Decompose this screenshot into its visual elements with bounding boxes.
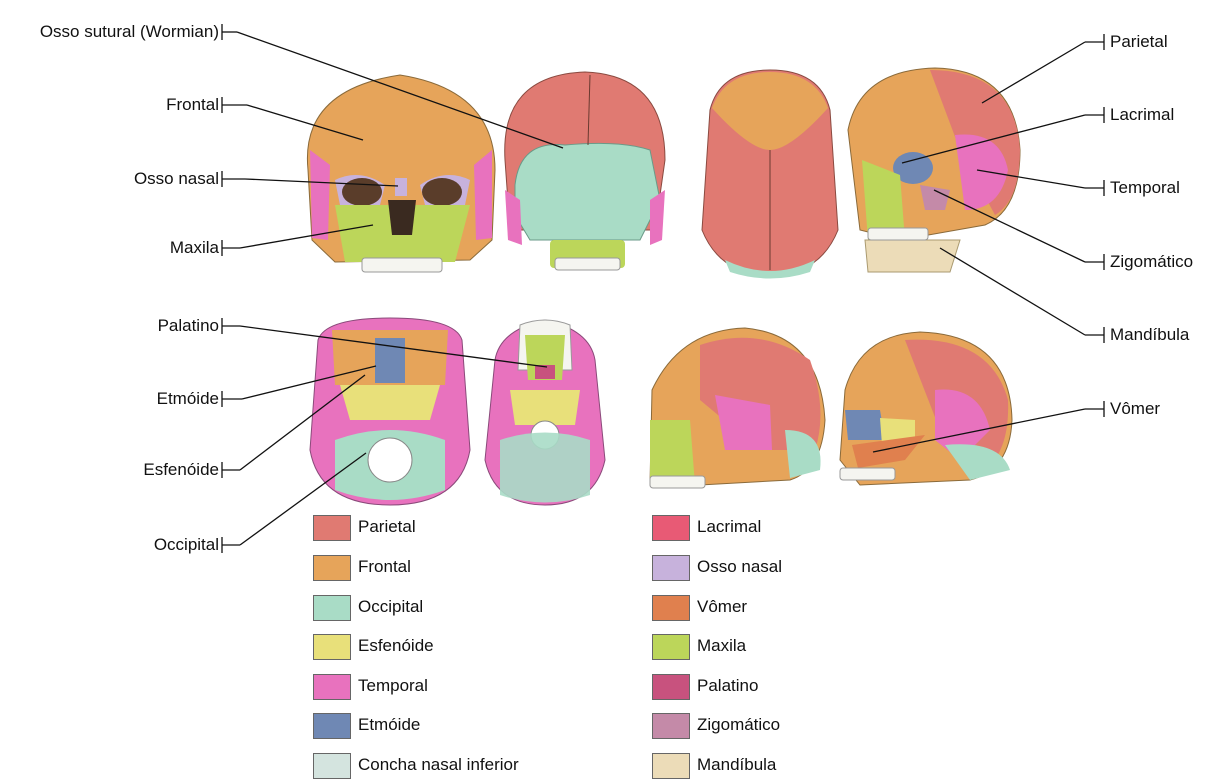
swatch-etmoide xyxy=(313,713,351,739)
label-temporal: Temporal xyxy=(1110,178,1180,198)
label-palatino: Palatino xyxy=(158,316,219,336)
legend-label: Palatino xyxy=(697,676,758,696)
skull-top-view xyxy=(702,70,838,279)
legend-label: Esfenóide xyxy=(358,636,434,656)
swatch-vomer xyxy=(652,595,690,621)
swatch-mandibula xyxy=(652,753,690,779)
label-maxila: Maxila xyxy=(170,238,219,258)
legend-label: Temporal xyxy=(358,676,428,696)
legend-label: Vômer xyxy=(697,597,747,617)
label-osso-nasal: Osso nasal xyxy=(134,169,219,189)
legend-label: Etmóide xyxy=(358,715,420,735)
legend-label: Frontal xyxy=(358,557,411,577)
swatch-concha-nasal-inferior xyxy=(313,753,351,779)
skull-front-view xyxy=(307,75,495,272)
skull-inferior-view xyxy=(485,320,605,505)
swatch-esfenoide xyxy=(313,634,351,660)
swatch-frontal xyxy=(313,555,351,581)
legend-label: Concha nasal inferior xyxy=(358,755,519,775)
swatch-maxila xyxy=(652,634,690,660)
label-occipital: Occipital xyxy=(154,535,219,555)
label-osso-sutural: Osso sutural (Wormian) xyxy=(40,22,219,42)
swatch-osso-nasal xyxy=(652,555,690,581)
label-vomer: Vômer xyxy=(1110,399,1160,419)
label-lacrimal: Lacrimal xyxy=(1110,105,1174,125)
swatch-lacrimal xyxy=(652,515,690,541)
swatch-zigomatico xyxy=(652,713,690,739)
skull-lateral-view xyxy=(650,328,825,488)
skull-oblique-view xyxy=(848,68,1020,272)
swatch-occipital xyxy=(313,595,351,621)
label-mandibula: Mandíbula xyxy=(1110,325,1189,345)
swatch-temporal xyxy=(313,674,351,700)
legend-label: Osso nasal xyxy=(697,557,782,577)
legend-label: Mandíbula xyxy=(697,755,776,775)
label-esfenoide: Esfenóide xyxy=(143,460,219,480)
legend-label: Occipital xyxy=(358,597,423,617)
skull-back-view xyxy=(505,72,665,270)
swatch-parietal xyxy=(313,515,351,541)
skull-sagittal-view xyxy=(840,332,1012,485)
legend-label: Zigomático xyxy=(697,715,780,735)
label-frontal: Frontal xyxy=(166,95,219,115)
label-zigomatico: Zigomático xyxy=(1110,252,1193,272)
label-parietal: Parietal xyxy=(1110,32,1168,52)
legend-label: Parietal xyxy=(358,517,416,537)
label-etmoide: Etmóide xyxy=(157,389,219,409)
swatch-palatino xyxy=(652,674,690,700)
legend-label: Maxila xyxy=(697,636,746,656)
legend-label: Lacrimal xyxy=(697,517,761,537)
